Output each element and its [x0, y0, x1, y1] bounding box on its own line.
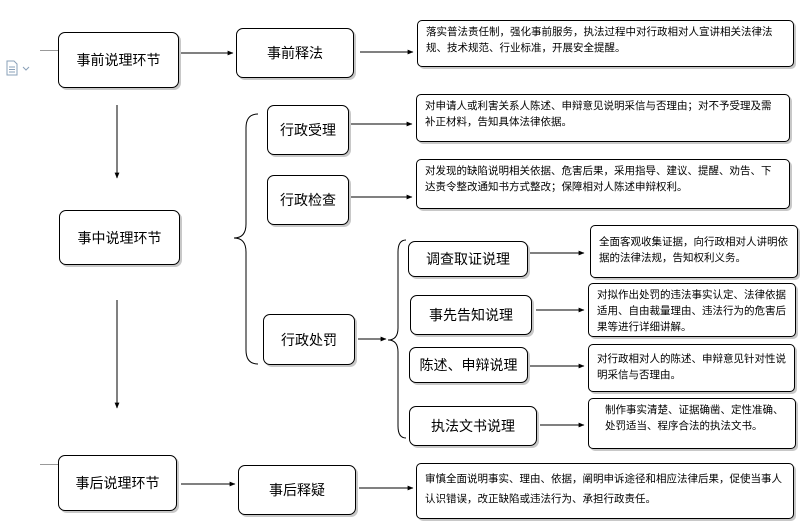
inspect-label: 行政检查	[280, 193, 336, 209]
inspect-box: 行政检查	[267, 175, 349, 225]
document-description-text: 制作事实清楚、证据确凿、定性准确、处罚适当、程序合法的执法文书。	[605, 404, 784, 432]
accept-description-text: 对申请人或利害关系人陈述、申辩意见说明采信与否理由；对不予受理及需补正材料，告知…	[425, 100, 772, 128]
page-margin-mark	[40, 50, 60, 51]
statement-description-text: 对行政相对人的陈述、申辩意见针对性说明采信与否理由。	[597, 353, 786, 381]
pre-explain-box: 事前释法	[236, 28, 354, 78]
accept-label: 行政受理	[280, 123, 336, 139]
prior-notice-label: 事先告知说理	[429, 308, 513, 324]
post-explain-label: 事后释疑	[269, 483, 325, 499]
investigate-description: 全面客观收集证据，向行政相对人讲明依据的法律法规，告知权利义务。	[590, 225, 798, 278]
document-box: 执法文书说理	[409, 406, 537, 446]
pre-stage-box: 事前说理环节	[58, 32, 179, 88]
accept-box: 行政受理	[267, 105, 349, 155]
statement-label: 陈述、申辩说理	[419, 358, 518, 374]
document-icon	[6, 60, 32, 80]
investigate-label: 调查取证说理	[426, 252, 510, 268]
inspect-description: 对发现的缺陷说明相关依据、危害后果，采用指导、建议、提醒、劝告、下达责令整改通知…	[416, 159, 790, 209]
mid-stage-label: 事中说理环节	[77, 230, 162, 247]
post-explain-box: 事后释疑	[238, 465, 356, 515]
investigate-description-text: 全面客观收集证据，向行政相对人讲明依据的法律法规，告知权利义务。	[599, 236, 788, 264]
mid-stage-box: 事中说理环节	[59, 210, 180, 265]
post-stage-label: 事后说理环节	[75, 476, 160, 492]
inspect-description-text: 对发现的缺陷说明相关依据、危害后果，采用指导、建议、提醒、劝告、下达责令整改通知…	[425, 165, 772, 193]
accept-description: 对申请人或利害关系人陈述、申辩意见说明采信与否理由；对不予受理及需补正材料，告知…	[416, 94, 790, 142]
post-explain-description: 审慎全面说明事实、理由、依据，阐明申诉途径和相应法律后果，促使当事人认识错误，改…	[416, 463, 794, 519]
prior-notice-description-text: 对拟作出处罚的违法事实认定、法律依据适用、自由裁量理由、违法行为的危害后果等进行…	[597, 289, 786, 333]
document-label: 执法文书说理	[431, 419, 515, 435]
statement-description: 对行政相对人的陈述、申辩意见针对性说明采信与否理由。	[588, 344, 795, 392]
prior-notice-box: 事先告知说理	[410, 295, 532, 335]
penalty-box: 行政处罚	[263, 314, 355, 365]
pre-explain-label: 事前释法	[267, 46, 323, 62]
penalty-label: 行政处罚	[281, 332, 337, 349]
investigate-box: 调查取证说理	[408, 241, 528, 277]
prior-notice-description: 对拟作出处罚的违法事实认定、法律依据适用、自由裁量理由、违法行为的危害后果等进行…	[588, 283, 796, 337]
post-explain-description-text: 审慎全面说明事实、理由、依据，阐明申诉途径和相应法律后果，促使当事人认识错误，改…	[425, 473, 782, 505]
post-stage-box: 事后说理环节	[58, 455, 177, 511]
statement-box: 陈述、申辩说理	[409, 347, 528, 383]
page-margin-mark	[40, 464, 60, 465]
pre-explain-description: 落实普法责任制，强化事前服务，执法过程中对行政相对人宣讲相关法律法规、技术规范、…	[417, 20, 794, 67]
pre-explain-description-text: 落实普法责任制，强化事前服务，执法过程中对行政相对人宣讲相关法律法规、技术规范、…	[426, 26, 773, 54]
pre-stage-label: 事前说理环节	[76, 53, 161, 69]
document-description: 制作事实清楚、证据确凿、定性准确、处罚适当、程序合法的执法文书。	[588, 398, 796, 449]
